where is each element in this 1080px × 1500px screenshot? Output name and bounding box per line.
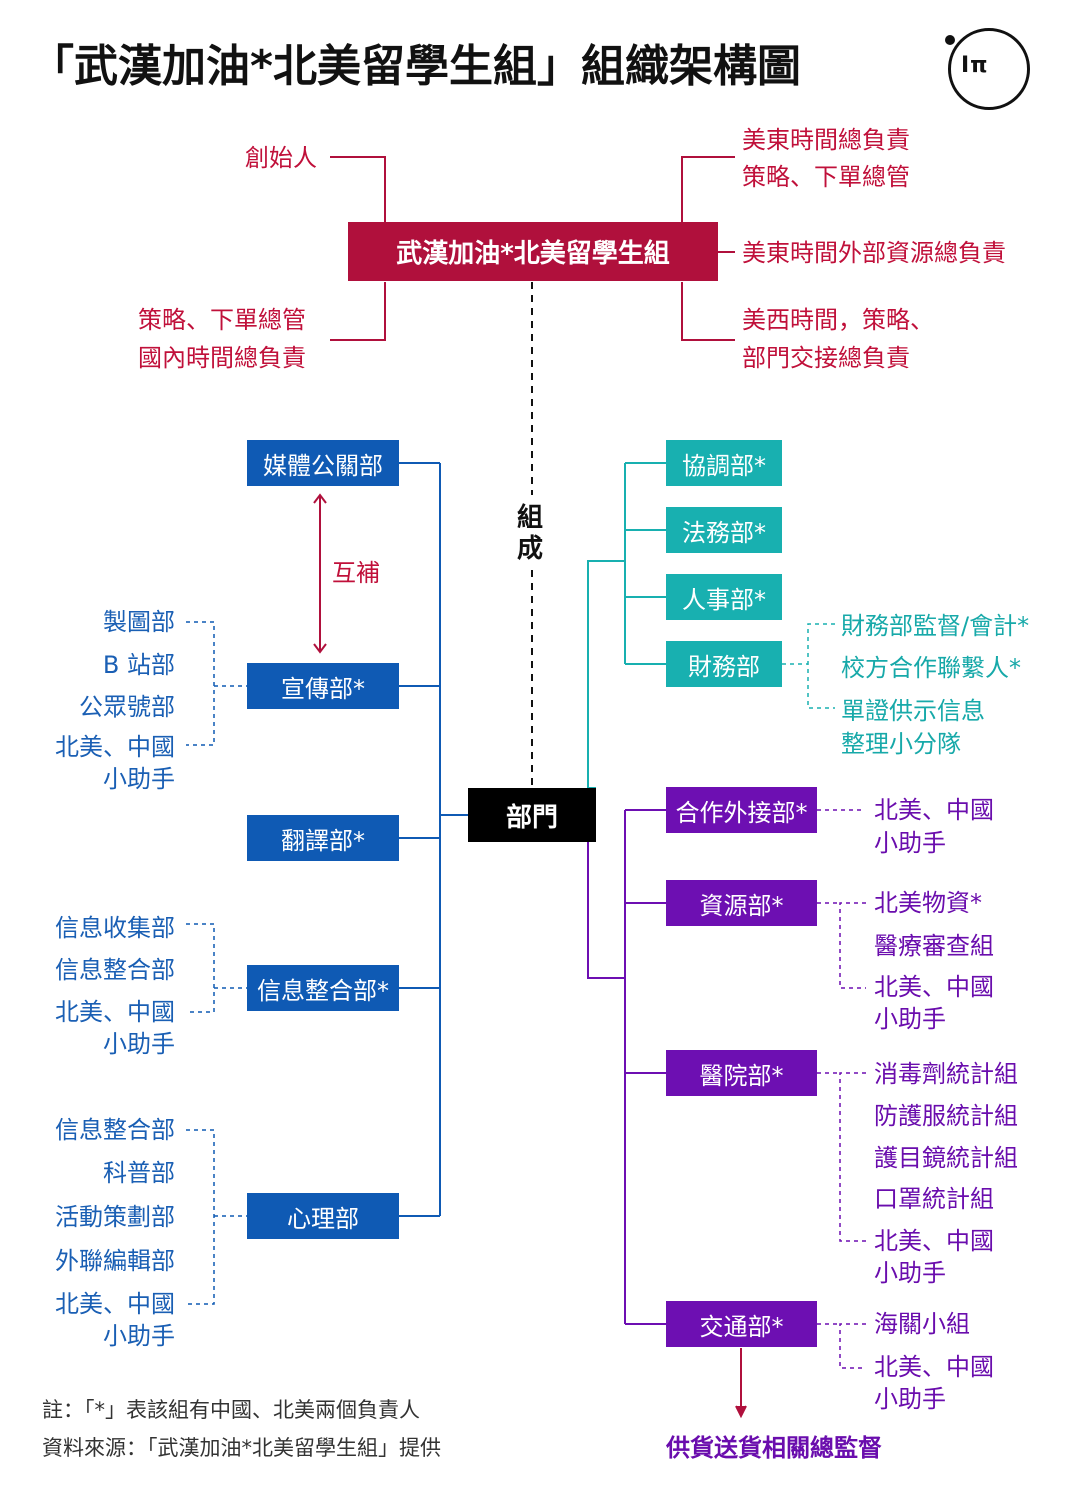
compose-char-2: 成	[516, 534, 543, 565]
complement-label: 互補	[332, 559, 380, 587]
psych-sub-1: 信息整合部	[55, 1116, 175, 1144]
resource-sub-1: 北美物資*	[874, 889, 982, 917]
promo-sub-2: B 站部	[102, 651, 175, 679]
supply-supervisor: 供貨送貨相關總監督	[666, 1434, 882, 1462]
info-sub-3: 北美、中國	[55, 998, 175, 1026]
traffic-sub-2: 北美、中國	[874, 1353, 994, 1381]
promo-sub-3: 公眾號部	[79, 693, 175, 721]
dept-finance: 財務部	[666, 641, 782, 687]
hospital-sub-1: 消毒劑統計組	[874, 1060, 1018, 1088]
dept-coord: 協調部*	[666, 440, 782, 486]
dept-coop: 合作外接部*	[666, 787, 817, 833]
dept-media: 媒體公關部	[247, 440, 399, 486]
traffic-sub-1: 海關小組	[874, 1310, 970, 1338]
role-strategy-2: 國內時間總負責	[138, 344, 306, 372]
info-sub-2: 信息整合部	[55, 956, 175, 984]
logo: Iπ	[945, 28, 1030, 110]
hospital-sub-6: 小助手	[874, 1259, 946, 1287]
compose-label: 組 成	[515, 503, 545, 565]
role-east-1: 美東時間總負責	[742, 126, 910, 154]
source-note: 資料來源：「武漢加油*北美留學生組」提供	[42, 1436, 441, 1460]
dept-promo: 宣傳部*	[247, 663, 399, 709]
promo-sub-1: 製圖部	[103, 608, 175, 636]
psych-sub-3: 活動策劃部	[55, 1203, 175, 1231]
info-sub-1: 信息收集部	[55, 914, 175, 942]
dept-info: 信息整合部*	[247, 965, 399, 1011]
org-name-box: 武漢加油*北美留學生組	[348, 222, 718, 281]
role-founder: 創始人	[245, 144, 317, 172]
promo-sub-5: 小助手	[103, 765, 175, 793]
hospital-sub-5: 北美、中國	[874, 1227, 994, 1255]
page-title: 「武漢加油*北美留學生組」組織架構圖	[30, 41, 802, 92]
logo-dot	[945, 35, 955, 45]
resource-sub-2: 醫療審查組	[874, 932, 994, 960]
dept-legal: 法務部*	[666, 507, 782, 553]
resource-sub-3: 北美、中國	[874, 973, 994, 1001]
coop-sub-2: 小助手	[874, 829, 946, 857]
traffic-sub-3: 小助手	[874, 1385, 946, 1413]
hospital-sub-2: 防護服統計組	[874, 1102, 1018, 1130]
psych-sub-6: 小助手	[103, 1322, 175, 1350]
role-strategy-1: 策略、下單總管	[138, 306, 306, 334]
dept-translate: 翻譯部*	[247, 815, 399, 861]
logo-text: Iπ	[961, 53, 989, 78]
footnote: 註：「*」表該組有中國、北美兩個負責人	[42, 1398, 420, 1422]
info-sub-4: 小助手	[103, 1030, 175, 1058]
hospital-sub-3: 護目鏡統計組	[874, 1144, 1018, 1172]
hospital-sub-4: 口罩統計組	[874, 1185, 994, 1213]
psych-sub-4: 外聯編輯部	[55, 1247, 175, 1275]
role-west-2: 部門交接總負責	[742, 344, 910, 372]
role-west-1: 美西時間，策略、	[742, 306, 934, 334]
dept-psych: 心理部	[247, 1193, 399, 1239]
psych-sub-2: 科普部	[103, 1159, 175, 1187]
dept-hospital: 醫院部*	[666, 1050, 817, 1096]
finance-sub-1: 財務部監督/會計*	[841, 612, 1030, 640]
promo-sub-4: 北美、中國	[55, 733, 175, 761]
finance-sub-4: 整理小分隊	[841, 730, 961, 758]
compose-char-1: 組	[516, 503, 543, 533]
resource-sub-4: 小助手	[874, 1005, 946, 1033]
role-east-2: 策略、下單總管	[742, 163, 910, 191]
dept-label-box: 部門	[468, 788, 596, 842]
finance-sub-3: 單證供示信息	[841, 697, 985, 725]
dept-traffic: 交通部*	[666, 1301, 817, 1347]
coop-sub-1: 北美、中國	[874, 796, 994, 824]
dept-hr: 人事部*	[666, 574, 782, 620]
dept-resource: 資源部*	[666, 880, 817, 926]
role-east-external: 美東時間外部資源總負責	[742, 239, 1006, 267]
psych-sub-5: 北美、中國	[55, 1290, 175, 1318]
finance-sub-2: 校方合作聯繫人*	[841, 654, 1021, 682]
